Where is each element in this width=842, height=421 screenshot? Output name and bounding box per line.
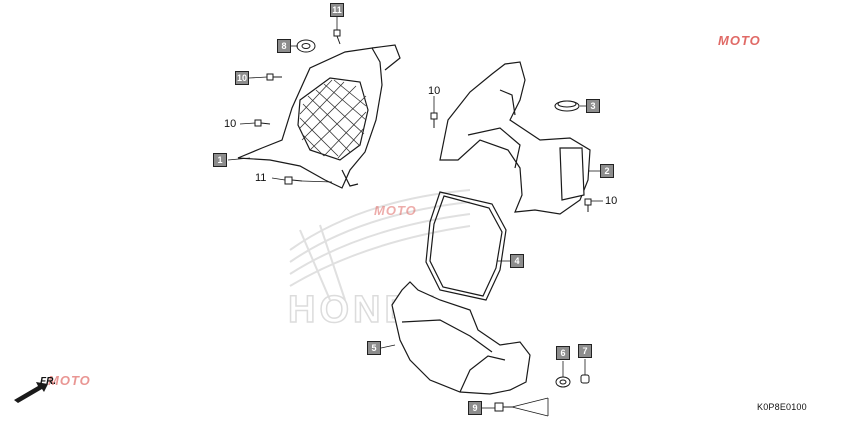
callout-part-1: 1 (213, 153, 227, 167)
fan-cover-part-1 (237, 44, 401, 189)
callout-part-11-top: 11 (330, 3, 344, 17)
front-direction-arrow (14, 382, 48, 403)
washer-8 (296, 39, 316, 53)
label-part-10-center: 10 (428, 85, 441, 97)
collar-7 (580, 374, 590, 384)
callout-part-7: 7 (578, 344, 592, 358)
shroud-part-2 (439, 61, 591, 215)
label-part-10-right: 10 (605, 195, 618, 207)
callout-part-3: 3 (586, 99, 600, 113)
moto-logo-bottom-left: MOTO (48, 373, 91, 388)
callout-part-9: 9 (468, 401, 482, 415)
bolt-10-mid-left (254, 119, 271, 127)
front-direction-label: FR. (40, 376, 57, 387)
bolt-9 (494, 402, 512, 412)
gasket-part-4 (425, 191, 507, 301)
catalog-code: K0P8E0100 (757, 402, 807, 412)
bolt-11-top (333, 29, 341, 45)
grommet-part-3 (554, 100, 580, 112)
moto-logo-center: MOTO (374, 203, 417, 218)
label-part-10-left: 10 (224, 118, 237, 130)
bolt-10-right (584, 198, 592, 212)
nut-6 (555, 376, 571, 388)
bolt-10-center (430, 112, 438, 128)
label-part-11-bottom: 11 (255, 172, 267, 184)
callout-part-4: 4 (510, 254, 524, 268)
leader-lines (227, 17, 603, 417)
callout-part-10-upper: 10 (235, 71, 249, 85)
bolt-10-upper (266, 73, 282, 81)
callout-part-5: 5 (367, 341, 381, 355)
callout-part-8: 8 (277, 39, 291, 53)
bolt-11-bottom (284, 176, 303, 185)
lower-cover-part-5 (391, 281, 531, 395)
moto-logo-top-right: MOTO (718, 33, 761, 48)
callout-part-6: 6 (556, 346, 570, 360)
callout-part-2: 2 (600, 164, 614, 178)
